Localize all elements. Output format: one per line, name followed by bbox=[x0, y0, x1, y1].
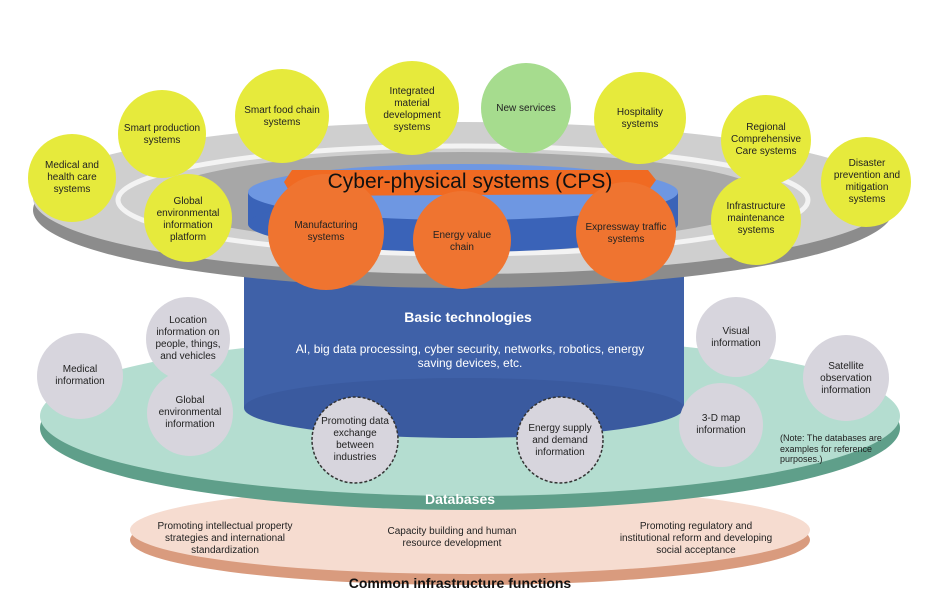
hospitality-label: Hospitality systems bbox=[616, 107, 664, 130]
db-location-circle bbox=[146, 297, 230, 381]
db-global-env-circle bbox=[147, 370, 233, 456]
regional-care-label: Regional Comprehensive Care systems bbox=[730, 122, 802, 157]
basic-technologies-title: Basic technologies bbox=[404, 308, 532, 325]
smart-production-label: Smart production systems bbox=[123, 123, 201, 146]
db-energy-label: Energy supply and demand information bbox=[528, 423, 592, 458]
db-satellite-label: Satellite observation information bbox=[820, 361, 872, 396]
smart-production-circle bbox=[118, 90, 206, 178]
db-medical-label: Medical information bbox=[55, 364, 105, 387]
smart-food-chain-label: Smart food chain systems bbox=[244, 105, 320, 128]
basic-technologies-description: AI, big data processing, cyber security,… bbox=[295, 341, 645, 370]
db-3d-map-circle bbox=[679, 383, 763, 467]
infrastructure-maintenance-circle bbox=[711, 175, 801, 265]
db-location-label: Location information on people, things, … bbox=[155, 315, 221, 362]
smart-food-chain-circle bbox=[235, 69, 329, 163]
db-visual-circle bbox=[696, 297, 776, 377]
medical-health-care-circle bbox=[28, 134, 116, 222]
hospitality-circle bbox=[594, 72, 686, 164]
regional-care-circle bbox=[721, 95, 811, 185]
db-medical-circle bbox=[37, 333, 123, 419]
databases-note: (Note: The databases are examples for re… bbox=[780, 432, 882, 465]
common-item-regulatory-reform: Promoting regulatory and institutional r… bbox=[619, 521, 773, 556]
databases-title: Databases bbox=[424, 490, 496, 507]
manufacturing-systems-label: Manufacturing systems bbox=[294, 220, 358, 243]
disaster-prevention-circle bbox=[821, 137, 911, 227]
integrated-material-label: Integrated material development systems bbox=[383, 86, 441, 133]
common-item-ip-strategies: Promoting intellectual property strategi… bbox=[157, 521, 293, 556]
expressway-traffic-systems-circle bbox=[576, 182, 676, 282]
new-services-label: New services bbox=[496, 103, 556, 114]
medical-health-care-label: Medical and health care systems bbox=[45, 160, 99, 195]
cps-title-banner bbox=[284, 170, 656, 196]
db-3d-map-label: 3-D map information bbox=[696, 413, 746, 436]
common-infrastructure-disk bbox=[130, 486, 810, 585]
common-infrastructure-title: Common infrastructure functions bbox=[348, 574, 572, 591]
expressway-traffic-systems-label: Expressway traffic systems bbox=[585, 222, 667, 245]
global-env-platform-label: Global environmental information platfor… bbox=[156, 196, 220, 243]
db-visual-label: Visual information bbox=[711, 326, 761, 349]
cps-title: Cyber-physical systems (CPS) bbox=[327, 170, 613, 194]
energy-value-chain-circle bbox=[413, 191, 511, 289]
disaster-prevention-label: Disaster prevention and mitigation syste… bbox=[833, 158, 901, 205]
infrastructure-maintenance-label: Infrastructure maintenance systems bbox=[726, 201, 786, 236]
energy-value-chain-label: Energy value chain bbox=[432, 230, 492, 253]
db-satellite-circle bbox=[803, 335, 889, 421]
manufacturing-systems-circle bbox=[268, 174, 384, 290]
integrated-material-circle bbox=[365, 61, 459, 155]
db-global-env-label: Global environmental information bbox=[158, 395, 222, 430]
db-data-exchange-label: Promoting data exchange between industri… bbox=[321, 416, 389, 463]
db-data-exchange-circle bbox=[311, 396, 399, 484]
global-env-platform-circle bbox=[144, 174, 232, 262]
common-item-capacity-building: Capacity building and human resource dev… bbox=[387, 526, 517, 549]
new-services-circle bbox=[481, 63, 571, 153]
db-energy-circle bbox=[516, 396, 604, 484]
